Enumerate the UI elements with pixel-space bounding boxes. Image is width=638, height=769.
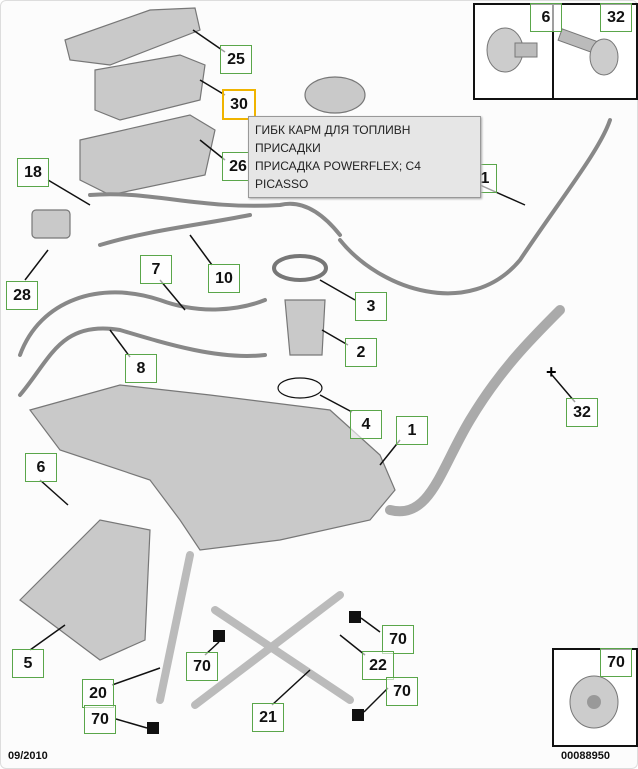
callout-7[interactable]: 7 [140, 255, 172, 284]
callout-70[interactable]: 70 [84, 705, 116, 734]
part-4-seal [277, 377, 323, 399]
part-5-shield [19, 519, 151, 661]
leader-lines [24, 29, 576, 729]
inset-callout-70[interactable]: 70 [600, 648, 632, 677]
inset-callout-32[interactable]: 32 [600, 3, 632, 32]
part-1-filler-neck [385, 305, 565, 517]
part-ring-top [304, 76, 366, 114]
part-26-tray [79, 114, 216, 196]
diagram-date: 09/2010 [8, 750, 48, 762]
fastener-70 [352, 709, 364, 721]
callout-20[interactable]: 20 [82, 679, 114, 708]
part-21-strap [211, 606, 354, 704]
part-8-hose [18, 326, 267, 397]
tooltip-line-1: ГИБК КАРМ ДЛЯ ТОПЛИВН ПРИСАДКИ [255, 123, 411, 155]
part-18-hose [88, 192, 342, 237]
callout-10[interactable]: 10 [208, 264, 240, 293]
callout-8[interactable]: 8 [125, 354, 157, 383]
diagram-reference: 00088950 [561, 750, 610, 762]
inset-part-32 [552, 3, 638, 100]
fastener-70 [147, 722, 159, 734]
callout-4[interactable]: 4 [350, 410, 382, 439]
callout-2[interactable]: 2 [345, 338, 377, 367]
push-rivet-icon [486, 27, 538, 73]
part-2-pump [284, 299, 326, 356]
callout-70[interactable]: 70 [186, 652, 218, 681]
part-21-strap-b [191, 591, 344, 709]
callout-32[interactable]: 32 [566, 398, 598, 427]
callout-22[interactable]: 22 [362, 651, 394, 680]
part-11-pipe [338, 118, 612, 296]
callout-25[interactable]: 25 [220, 45, 252, 74]
callout-70[interactable]: 70 [386, 677, 418, 706]
fastener-70 [213, 630, 225, 642]
callout-6[interactable]: 6 [25, 453, 57, 482]
bolt-icon [557, 28, 619, 76]
part-1-tank [28, 384, 396, 551]
nut-icon [569, 675, 619, 729]
callout-21[interactable]: 21 [252, 703, 284, 732]
callout-3[interactable]: 3 [355, 292, 387, 321]
part-25-cover [64, 7, 201, 66]
callout-70[interactable]: 70 [382, 625, 414, 654]
tooltip-line-2: ПРИСАДКА POWERFLEX; C4 PICASSO [255, 159, 421, 191]
callout-1[interactable]: 1 [396, 416, 428, 445]
callout-28[interactable]: 28 [6, 281, 38, 310]
fastener-32-cross: + [546, 362, 557, 382]
part-tooltip: ГИБК КАРМ ДЛЯ ТОПЛИВН ПРИСАДКИ ПРИСАДКА … [248, 116, 481, 198]
part-7-hose [18, 290, 267, 357]
inset-part-70 [552, 648, 638, 747]
callout-18[interactable]: 18 [17, 158, 49, 187]
part-3-ring [272, 254, 328, 282]
callout-5[interactable]: 5 [12, 649, 44, 678]
part-10-hose [98, 213, 252, 247]
callout-30[interactable]: 30 [222, 89, 256, 120]
inset-callout-6[interactable]: 6 [530, 3, 562, 32]
part-28-valve [31, 209, 71, 239]
part-30-pocket [94, 54, 206, 121]
part-20-strap [156, 551, 194, 704]
fastener-70 [349, 611, 361, 623]
